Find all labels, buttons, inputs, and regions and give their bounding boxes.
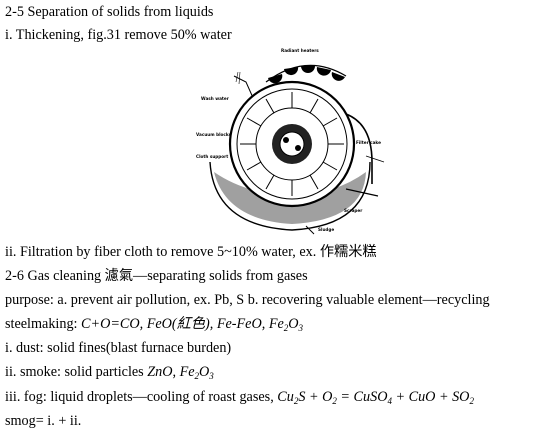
sub: 2 (469, 396, 474, 406)
item-filtration: ii. Filtration by fiber cloth to remove … (5, 244, 377, 260)
sub: 2 (293, 396, 299, 406)
steelmaking-formulas: C+O=CO, FeO(紅色), Fe-FeO, Fe (81, 316, 284, 332)
label-sludge: Sludge (318, 227, 334, 232)
sub: 4 (387, 396, 392, 406)
label-scraper: Scraper (344, 208, 363, 213)
label-filter-cake: Filter cake (356, 140, 381, 145)
sub: 3 (298, 323, 304, 333)
fog-label: iii. fog: liquid droplets—cooling of roa… (5, 389, 278, 405)
heading-2-6: 2-6 Gas cleaning 濾氣—separating solids fr… (5, 268, 308, 284)
label-radiant-heaters: Radiant heaters (281, 48, 319, 53)
label-cloth-support: Cloth support (196, 154, 228, 159)
smoke-line: ii. smoke: solid particles ZnO, Fe2O3 (5, 364, 214, 381)
sub: 3 (209, 371, 214, 381)
item-thickening: i. Thickening, fig.31 remove 50% water (5, 27, 232, 43)
formula-tail: O (288, 316, 299, 332)
sub: 2 (332, 396, 337, 406)
smog-line: smog= i. + ii. (5, 413, 82, 429)
heading-2-5: 2-5 Separation of solids from liquids (5, 4, 214, 20)
dust-line: i. dust: solid fines(blast furnace burde… (5, 340, 232, 356)
sub: 2 (194, 371, 200, 381)
sub: 2 (283, 323, 289, 333)
formula-cuso: = CuSO (336, 389, 388, 405)
heater-icons (268, 66, 345, 84)
formula-cu: Cu (277, 389, 294, 405)
label-vacuum-blocks: Vacuum blocks (196, 132, 232, 137)
smoke-label: ii. smoke: solid particles (5, 364, 148, 380)
formula-so: + CuO + SO (391, 389, 470, 405)
smoke-formulas: ZnO, Fe (147, 364, 195, 380)
steelmaking-line: steelmaking: C+O=CO, FeO(紅色), Fe-FeO, Fe… (5, 316, 304, 333)
fog-line: iii. fog: liquid droplets—cooling of roa… (5, 389, 474, 406)
formula-s-o: S + O (298, 389, 333, 405)
formula-tail: O (199, 364, 210, 380)
steelmaking-label: steelmaking: (5, 316, 82, 332)
purpose-line: purpose: a. prevent air pollution, ex. P… (5, 292, 490, 308)
rotary-vacuum-filter-figure: Radiant heaters Wash water Vacuum blocks… (196, 48, 385, 235)
label-wash-water: Wash water (201, 96, 230, 101)
